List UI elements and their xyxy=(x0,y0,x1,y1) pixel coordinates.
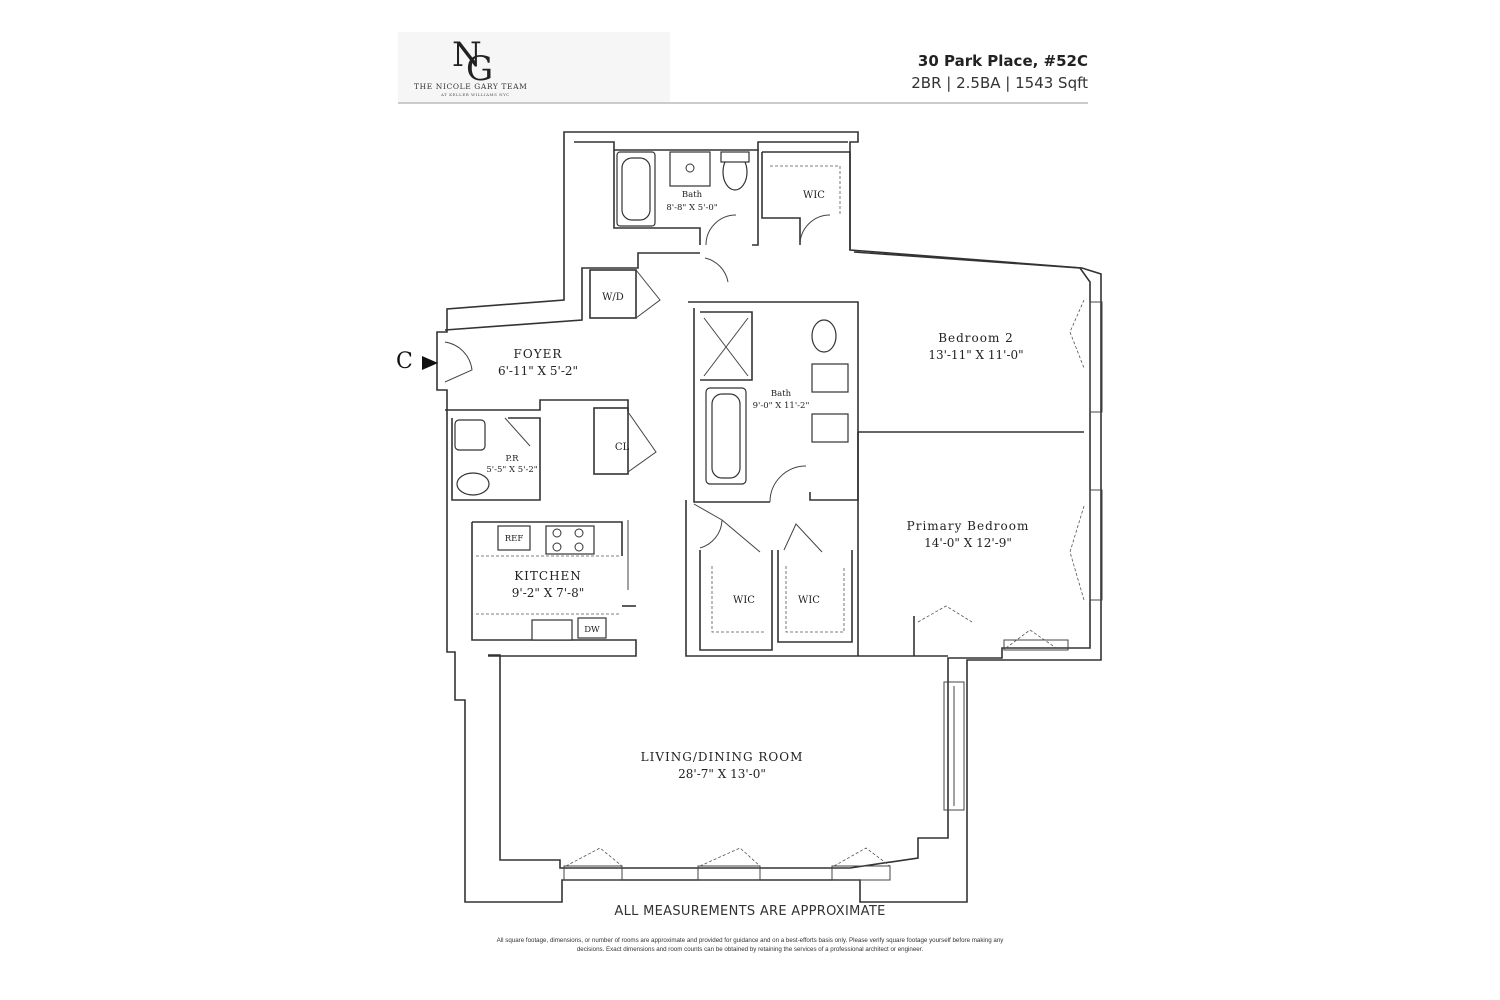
disclaimer-line-2: decisions. Exact dimensions and room cou… xyxy=(577,946,924,953)
closet-label: CL xyxy=(615,442,630,453)
stove-icon xyxy=(545,525,595,555)
primary-bedroom-label: Primary Bedroom xyxy=(907,519,1030,533)
entry-marker: C xyxy=(396,349,413,374)
wic-top-label: WIC xyxy=(803,190,825,201)
wic-right-label: WIC xyxy=(798,595,820,606)
dishwasher-icon xyxy=(577,617,607,639)
disclaimer-line-1: All square footage, dimensions, or numbe… xyxy=(497,937,1005,944)
living-dining-label: LIVING/DINING ROOM xyxy=(641,750,804,764)
bath-top-dims: 8'-8" X 5'-0" xyxy=(666,203,717,213)
foyer-label: FOYER xyxy=(514,347,563,361)
wic-right-room: WIC xyxy=(777,523,853,643)
washer-dryer: W/D xyxy=(589,269,661,319)
logo-team-name: THE NICOLE GARY TEAM xyxy=(414,82,527,91)
bath-main-dims: 9'-0" X 11'-2" xyxy=(753,401,810,411)
foyer-room: FOYER 6'-11" X 5'-2" xyxy=(444,257,729,412)
approximate-note: ALL MEASUREMENTS ARE APPROXIMATE xyxy=(614,904,885,919)
bath-top-room: Bath 8'-8" X 5'-0" xyxy=(613,150,759,246)
powder-room-dims: 5'-5" X 5'-2" xyxy=(486,465,537,475)
wic-left-label: WIC xyxy=(733,595,755,606)
kitchen-dims: 9'-2" X 7'-8" xyxy=(512,586,584,600)
bath-main-room: Bath 9'-0" X 11'-2" xyxy=(688,301,859,503)
door-swing-icon xyxy=(705,214,737,246)
logo-monogram-g: G xyxy=(466,49,493,89)
window-icon xyxy=(831,865,891,881)
bath-main-label: Bath xyxy=(771,389,792,399)
primary-bedroom-room: Primary Bedroom 14'-0" X 12'-9" xyxy=(907,489,1103,651)
foyer-dims: 6'-11" X 5'-2" xyxy=(498,364,578,378)
entry-arrow-icon xyxy=(422,356,438,370)
wic-top-room: WIC xyxy=(761,151,851,250)
kitchen-label: KITCHEN xyxy=(514,569,582,583)
logo-team-sub: AT KELLER WILLIAMS NYC xyxy=(440,92,510,97)
bedroom-2-dims: 13'-11" X 11'-0" xyxy=(928,348,1023,362)
listing-details: 2BR | 2.5BA | 1543 Sqft xyxy=(911,74,1088,92)
window-icon xyxy=(697,865,761,881)
exterior-walls xyxy=(436,131,1102,903)
window-icon xyxy=(563,865,623,881)
logo-monogram-n: N xyxy=(452,35,482,75)
powder-room: P.R 5'-5" X 5'-2" xyxy=(451,417,541,501)
living-dining-dims: 28'-7" X 13'-0" xyxy=(678,767,766,781)
living-dining-room: LIVING/DINING ROOM 28'-7" X 13'-0" xyxy=(563,681,965,881)
window-icon xyxy=(1089,489,1103,601)
sink-icon xyxy=(811,363,849,393)
kitchen-sink-icon xyxy=(531,619,573,641)
entry-door-icon xyxy=(444,341,473,383)
kitchen-room: REF DW KITCHEN 9'-2" X 7'-8" xyxy=(471,520,637,657)
listing-address: 30 Park Place, #52C xyxy=(918,52,1088,70)
sink-icon xyxy=(669,151,711,187)
sink-icon xyxy=(454,419,486,451)
ref-label: REF xyxy=(505,534,524,544)
dw-label: DW xyxy=(584,625,600,635)
wic-left-room: WIC xyxy=(685,500,948,657)
window-icon xyxy=(1089,301,1103,413)
toilet-icon xyxy=(456,472,490,496)
toilet-icon xyxy=(811,319,837,353)
bedroom-2-label: Bedroom 2 xyxy=(938,331,1014,345)
refrigerator-icon xyxy=(497,525,531,551)
logo: N G THE NICOLE GARY TEAM AT KELLER WILLI… xyxy=(398,32,670,102)
bath-top-label: Bath xyxy=(682,190,703,200)
closet: CL xyxy=(593,407,657,475)
primary-bedroom-dims: 14'-0" X 12'-9" xyxy=(924,536,1012,550)
powder-room-label: P.R xyxy=(505,454,519,464)
window-icon xyxy=(943,681,965,811)
bedroom-2-room: Bedroom 2 13'-11" X 11'-0" xyxy=(858,299,1103,433)
wd-label: W/D xyxy=(602,292,624,303)
